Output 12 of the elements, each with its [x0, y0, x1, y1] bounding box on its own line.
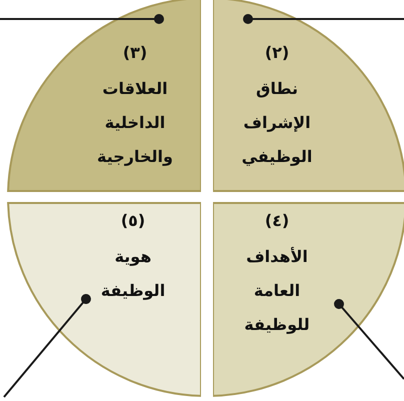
section-title: هوية الوظيفة [100, 246, 166, 302]
leader-line [0, 14, 164, 24]
section-number: (٣) [122, 42, 148, 64]
leader-line [334, 299, 404, 380]
leader-line [243, 14, 404, 24]
section-title: الأهداف العامة للوظيفة [243, 246, 311, 336]
section-number: (٤) [264, 210, 290, 232]
section-title: العلاقات الداخلية والخارجية [96, 78, 174, 168]
section-title: نطاق الإشراف الوظيفي [240, 78, 314, 168]
leader-line [3, 294, 91, 398]
section-number: (٢) [264, 42, 290, 64]
section-number: (٥) [120, 210, 146, 232]
